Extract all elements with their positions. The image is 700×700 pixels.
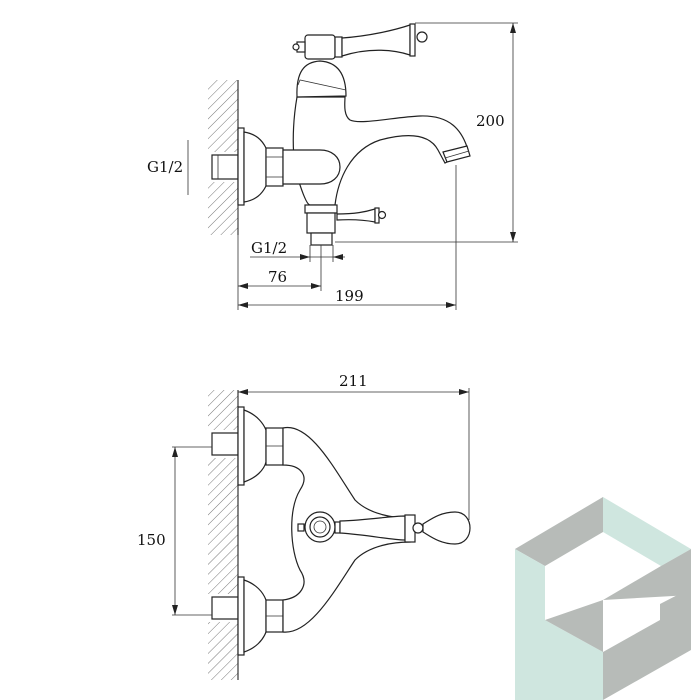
width-dimension-label: 211 bbox=[339, 372, 368, 390]
side-view: G1/2 200 G1/2 76 199 bbox=[147, 22, 518, 310]
lower-flange bbox=[243, 579, 267, 653]
inlet-arm bbox=[282, 149, 341, 185]
spout-tip bbox=[442, 145, 471, 163]
dimension-lines bbox=[172, 388, 470, 616]
top-lever-handle bbox=[292, 23, 428, 60]
faucet-body bbox=[292, 96, 469, 206]
inlet-spacing-label: 150 bbox=[137, 531, 166, 549]
lower-inlet-pipe bbox=[211, 596, 239, 620]
top-view: 211 150 bbox=[137, 372, 471, 680]
dimension-lines bbox=[187, 22, 518, 310]
valve-bonnet bbox=[296, 60, 347, 98]
cube-logo bbox=[515, 497, 691, 700]
depth-dimension-label: 199 bbox=[335, 287, 364, 305]
inlet-pipe bbox=[211, 154, 239, 180]
wall-flange bbox=[237, 127, 267, 206]
diverter-valve bbox=[304, 204, 387, 246]
lever-handle-top bbox=[297, 511, 471, 545]
upper-hex-nut bbox=[265, 427, 284, 466]
upper-flange bbox=[243, 409, 267, 483]
height-dimension-label: 200 bbox=[476, 112, 505, 130]
hex-nut bbox=[265, 147, 284, 187]
inlet-thread-label: G1/2 bbox=[147, 158, 183, 176]
upper-inlet-pipe bbox=[211, 432, 239, 456]
outlet-offset-label: 76 bbox=[268, 268, 287, 286]
outlet-thread-label: G1/2 bbox=[251, 239, 287, 257]
